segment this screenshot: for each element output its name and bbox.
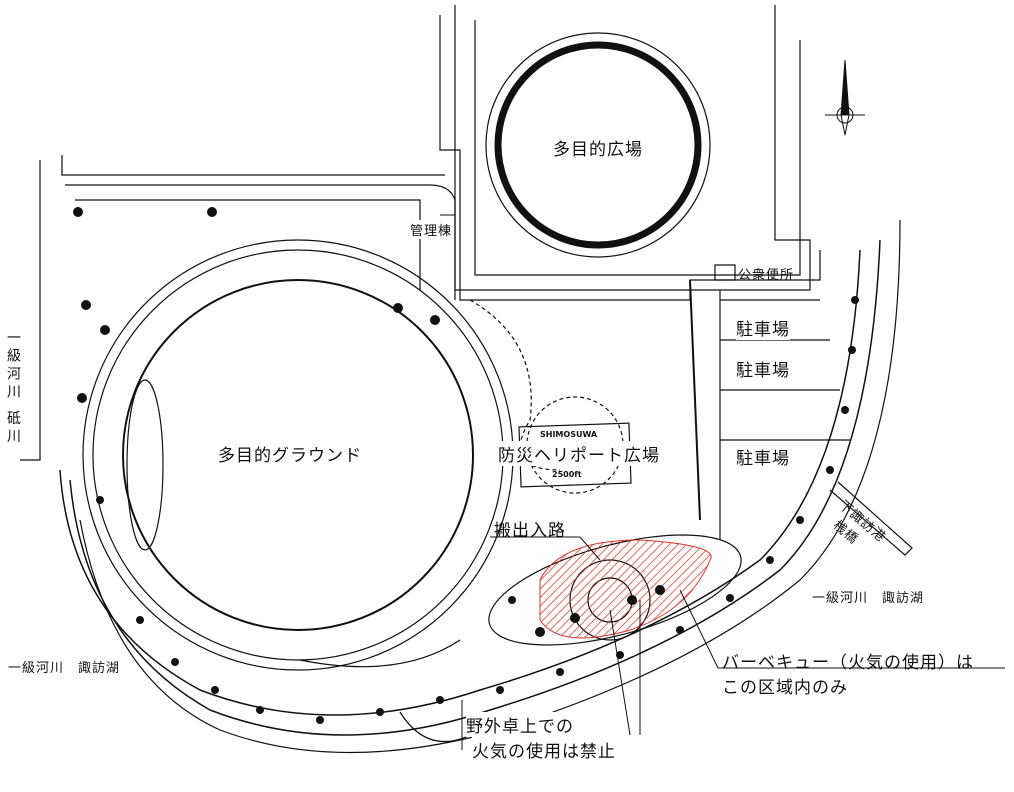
label-heli-code: SHIMOSUWA xyxy=(540,430,598,439)
ground-circle xyxy=(122,279,474,631)
label-lake-right: 一級河川 諏訪湖 xyxy=(812,591,925,606)
bbq-zone xyxy=(539,539,712,639)
compass-icon xyxy=(825,59,865,136)
label-ground: 多目的グラウンド xyxy=(218,446,362,466)
label-table-line-2: 火気の使用は禁止 xyxy=(472,737,616,762)
arena-ring xyxy=(494,41,702,249)
label-admin: 管理棟 xyxy=(410,220,453,239)
label-bbq-line-2: この区域内のみ xyxy=(722,678,848,698)
label-parking-2: 駐車場 xyxy=(736,356,790,381)
left-boundary xyxy=(20,160,41,461)
label-lake-left: 一級河川 諏訪湖 xyxy=(8,661,121,676)
label-table-line-1: 野外卓上での xyxy=(466,712,574,737)
label-arena: 多目的広場 xyxy=(553,140,643,160)
label-river-left: 一級河川 砥川 xyxy=(3,330,23,447)
label-toilet: 公衆便所 xyxy=(738,268,795,283)
label-bbq-line-1: バーベキュー（火気の使用）は xyxy=(722,653,974,673)
label-heli-weight: 2500ft xyxy=(552,470,582,479)
tree-dots xyxy=(73,207,859,724)
label-access-road: 搬出入路 xyxy=(494,521,566,541)
label-heliport: 防災ヘリポート広場 xyxy=(498,441,660,466)
label-parking-3: 駐車場 xyxy=(736,444,790,469)
label-parking-1: 駐車場 xyxy=(736,315,790,340)
